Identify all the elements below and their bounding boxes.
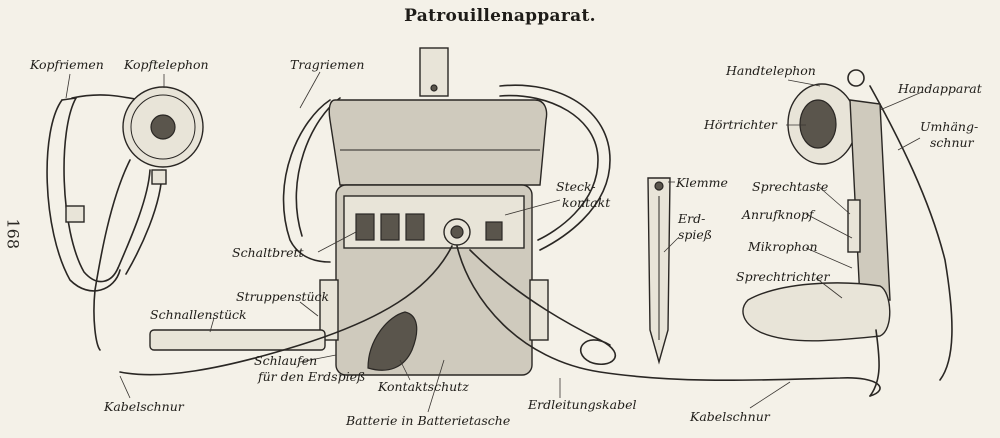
label-erdspiess-2: spieß	[678, 227, 713, 242]
label-batterie: Batterie in Batterietasche	[346, 413, 511, 428]
leader-lines	[65, 71, 923, 413]
label-handtelephon: Handtelephon	[726, 63, 816, 78]
ground-spike-illustration	[647, 177, 671, 365]
contact-guard	[367, 311, 418, 371]
label-steckkontakt-1: Steck-	[556, 179, 596, 194]
head-strap-inner	[63, 97, 119, 283]
label-kopfriemen: Kopfriemen	[30, 57, 104, 72]
case-lid	[328, 99, 548, 186]
case-illustration	[119, 47, 881, 397]
page-title: Patrouillenapparat.	[404, 6, 596, 26]
label-klemme: Klemme	[676, 175, 728, 190]
talk-key	[847, 199, 861, 253]
label-anrufknopf: Anrufknopf	[742, 207, 814, 222]
headset-illustration	[46, 86, 204, 351]
handset-illustration	[742, 69, 953, 397]
label-steckkontakt-2: kontakt	[562, 195, 611, 210]
strap-buckle	[65, 205, 85, 223]
cable-left	[119, 245, 453, 376]
label-sprechtaste: Sprechtaste	[752, 179, 829, 194]
head-strap-outer	[46, 99, 121, 292]
label-erdleitungskabel: Erdleitungskabel	[528, 397, 637, 412]
buckle-strap	[149, 329, 326, 351]
label-handapparat: Handapparat	[898, 81, 982, 96]
label-schlaufen-2: für den Erdspieß	[258, 369, 366, 384]
label-kontaktschutz: Kontaktschutz	[378, 379, 469, 394]
label-schlaufen-1: Schlaufen	[254, 353, 318, 368]
carry-strap-right	[499, 84, 611, 251]
strap-tab	[419, 47, 449, 97]
left-cable	[93, 159, 131, 351]
label-kabelschnur-left: Kabelschnur	[104, 399, 184, 414]
cable-right	[456, 245, 881, 397]
label-umhaengschnur-2: schnur	[930, 135, 974, 150]
label-tragriemen: Tragriemen	[290, 57, 365, 72]
label-mikrophon: Mikrophon	[748, 239, 818, 254]
label-struppenstueck: Struppenstück	[236, 289, 330, 304]
shoulder-cord	[869, 85, 953, 381]
carry-strap-left	[282, 99, 331, 263]
label-erdspiess-1: Erd-	[678, 211, 706, 226]
label-kopftelephon: Kopftelephon	[124, 57, 209, 72]
mouthpiece	[742, 282, 891, 342]
label-umhaengschnur-1: Umhäng-	[920, 119, 979, 134]
ground-cable	[469, 249, 616, 365]
label-hoertrichter: Hörtrichter	[704, 117, 777, 132]
label-schnallenstueck: Schnallenstück	[150, 307, 247, 322]
earpiece-center	[150, 114, 176, 140]
label-kabelschnur-right: Kabelschnur	[690, 409, 770, 424]
label-schaltbrett: Schaltbrett	[232, 245, 304, 260]
label-sprechtrichter: Sprechtrichter	[736, 269, 830, 284]
